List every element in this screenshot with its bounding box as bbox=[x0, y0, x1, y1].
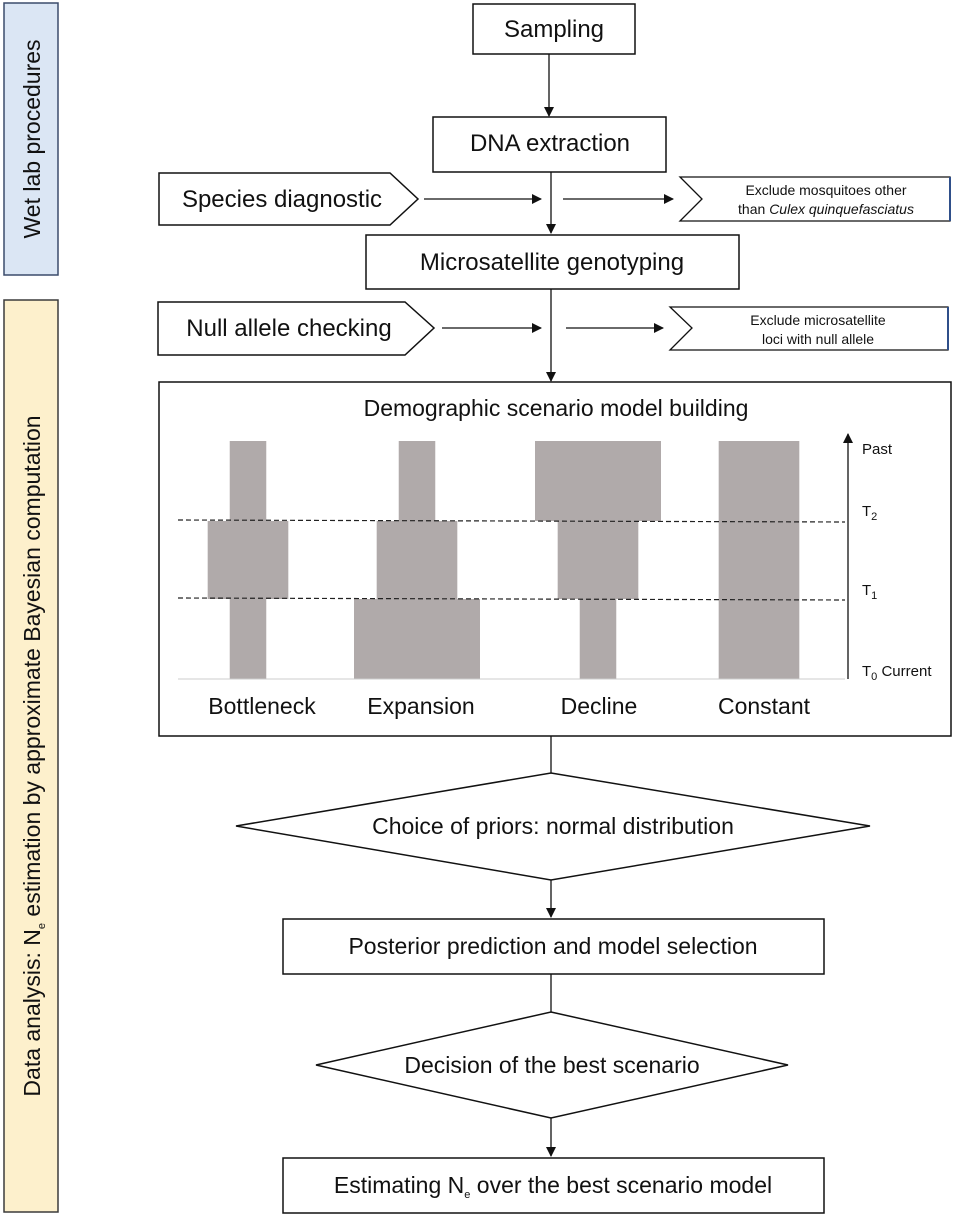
choice-of-priors-label: Choice of priors: normal distribution bbox=[372, 813, 734, 839]
dna-extraction-box: DNA extraction bbox=[432, 116, 667, 173]
axis-label-past: Past bbox=[862, 441, 893, 458]
exclude-mosquitoes-line2: than Culex quinquefasciatus bbox=[738, 201, 914, 217]
species-diagnostic-label: Species diagnostic bbox=[182, 186, 382, 213]
sampling-box: Sampling bbox=[472, 3, 636, 55]
exclude-loci-box: Exclude microsatellite loci with null al… bbox=[668, 306, 949, 351]
exclude-loci-line1: Exclude microsatellite bbox=[750, 312, 886, 328]
scenario-label-bottleneck: Bottleneck bbox=[208, 693, 316, 719]
model-building-title: Demographic scenario model building bbox=[364, 395, 749, 421]
axis-label-t1: T1 bbox=[862, 582, 877, 602]
scenario-label-decline: Decline bbox=[561, 693, 638, 719]
scenario-label-constant: Constant bbox=[718, 693, 811, 719]
null-allele-checking-label: Null allele checking bbox=[186, 315, 391, 342]
axis-label-t0: T0 Current bbox=[862, 663, 932, 683]
null-allele-checking-box: Null allele checking bbox=[157, 301, 436, 356]
bar-bottleneck-past bbox=[229, 441, 267, 521]
exclude-mosquitoes-line1: Exclude mosquitoes other bbox=[745, 182, 906, 198]
estimating-ne-label: Estimating Ne over the best scenario mod… bbox=[334, 1172, 772, 1201]
decision-label: Decision of the best scenario bbox=[404, 1052, 699, 1078]
estimating-ne-box: Estimating Ne over the best scenario mod… bbox=[282, 1157, 825, 1214]
scenario-label-expansion: Expansion bbox=[367, 693, 474, 719]
sampling-label: Sampling bbox=[504, 16, 604, 43]
bar-expansion-past bbox=[398, 441, 436, 521]
posterior-prediction-box: Posterior prediction and model selection bbox=[282, 918, 825, 975]
analysis-panel: Data analysis: Ne estimation by approxim… bbox=[3, 299, 59, 1213]
bar-bottleneck-middle bbox=[207, 521, 289, 599]
posterior-prediction-label: Posterior prediction and model selection bbox=[348, 933, 757, 959]
analysis-label: Data analysis: Ne estimation by approxim… bbox=[19, 415, 48, 1096]
decision-diamond: Decision of the best scenario bbox=[315, 1011, 789, 1119]
t2-dashed-line bbox=[177, 519, 846, 523]
wet-lab-panel: Wet lab procedures bbox=[3, 2, 59, 276]
choice-of-priors-diamond: Choice of priors: normal distribution bbox=[235, 772, 871, 881]
exclude-loci-line2: loci with null allele bbox=[762, 331, 874, 347]
scenario-bars bbox=[207, 441, 800, 679]
wet-lab-label: Wet lab procedures bbox=[19, 39, 45, 238]
bar-constant-current bbox=[718, 599, 800, 679]
bar-decline-past bbox=[535, 441, 661, 521]
microsatellite-genotyping-label: Microsatellite genotyping bbox=[420, 249, 684, 276]
bar-constant-past bbox=[718, 441, 800, 521]
exclude-mosquitoes-box: Exclude mosquitoes other than Culex quin… bbox=[678, 176, 951, 222]
axis-label-t2: T2 bbox=[862, 503, 877, 523]
bar-decline-current bbox=[579, 599, 617, 679]
bar-decline-middle bbox=[557, 521, 639, 599]
bar-constant-middle bbox=[718, 521, 800, 599]
bar-bottleneck-current bbox=[229, 599, 267, 679]
bar-expansion-middle bbox=[376, 521, 458, 599]
microsatellite-genotyping-box: Microsatellite genotyping bbox=[365, 234, 740, 290]
bar-expansion-current bbox=[354, 599, 480, 679]
dna-extraction-label: DNA extraction bbox=[470, 130, 630, 157]
t1-dashed-line bbox=[177, 597, 846, 601]
model-building-box: Demographic scenario model building Past… bbox=[158, 381, 952, 737]
species-diagnostic-box: Species diagnostic bbox=[158, 172, 420, 226]
